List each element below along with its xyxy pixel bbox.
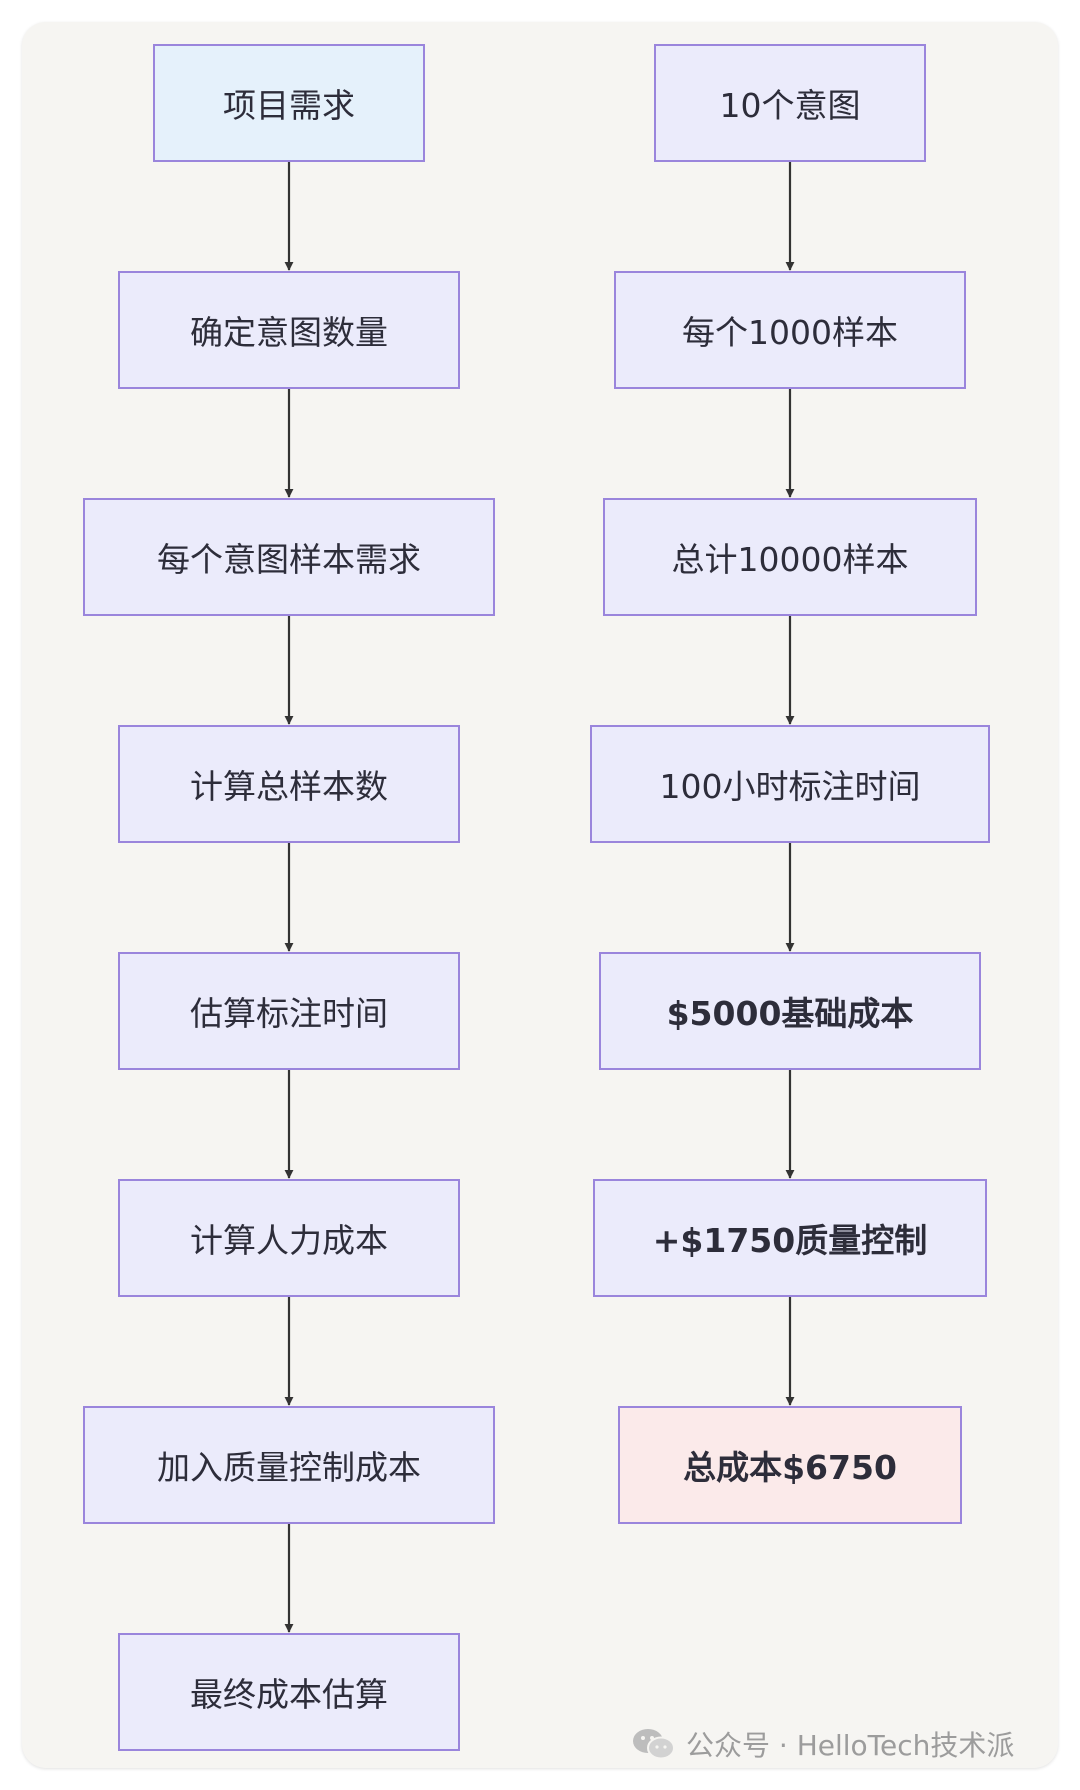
node-compute-labor-cost: 计算人力成本 <box>118 1179 460 1297</box>
node-estimate-annotation-time: 估算标注时间 <box>118 952 460 1070</box>
watermark-text: 公众号 · HelloTech技术派 <box>686 1729 1015 1762</box>
node-1750-quality-control: +$1750质量控制 <box>593 1179 987 1297</box>
node-5000-base-cost: $5000基础成本 <box>599 952 981 1070</box>
node-total-10000-samples: 总计10000样本 <box>603 498 977 616</box>
node-total-cost-6750: 总成本$6750 <box>618 1406 962 1524</box>
node-samples-per-intent: 每个意图样本需求 <box>83 498 495 616</box>
wechat-icon <box>633 1729 675 1760</box>
node-add-qc-cost: 加入质量控制成本 <box>83 1406 495 1524</box>
node-100-hours-annotation: 100小时标注时间 <box>590 725 990 843</box>
node-project-requirements: 项目需求 <box>153 44 425 162</box>
watermark: 公众号 · HelloTech技术派 <box>632 1722 1014 1766</box>
node-1000-samples-each: 每个1000样本 <box>614 271 966 389</box>
node-compute-total-samples: 计算总样本数 <box>118 725 460 843</box>
node-final-cost-estimate: 最终成本估算 <box>118 1633 460 1751</box>
node-determine-intent-count: 确定意图数量 <box>118 271 460 389</box>
node-ten-intents: 10个意图 <box>654 44 926 162</box>
